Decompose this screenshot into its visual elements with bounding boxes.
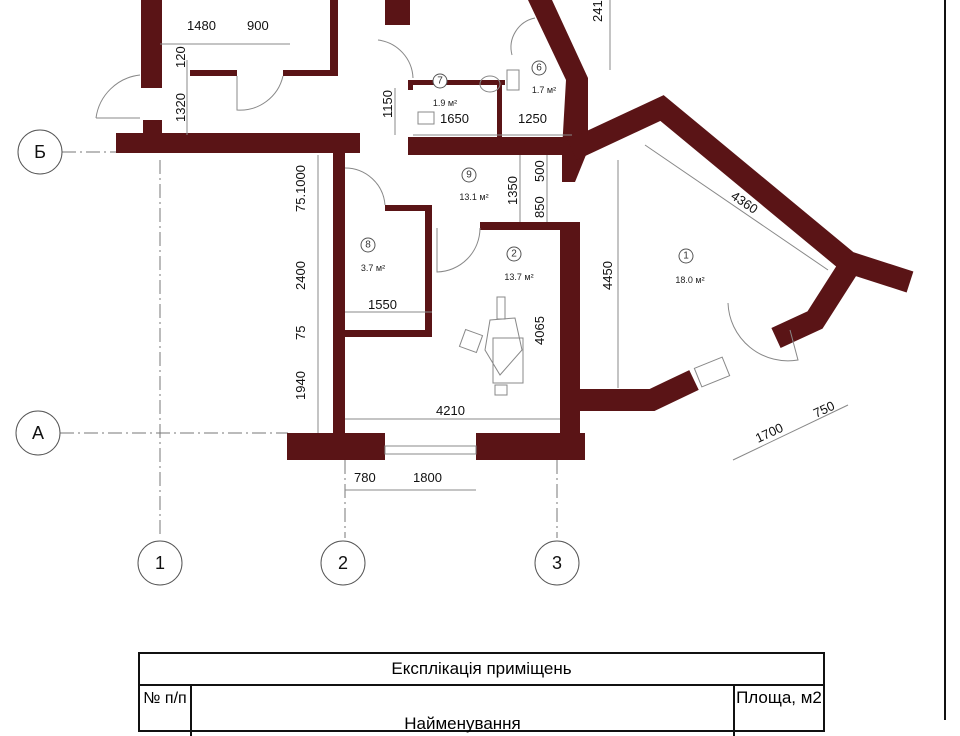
table-header-row: № п/п Найменування Площа, м2 xyxy=(140,686,823,736)
room-6-label: 6 1.7 м² xyxy=(531,60,556,95)
axis-marker-1: 1 xyxy=(137,540,183,586)
svg-text:3.7 м²: 3.7 м² xyxy=(361,263,385,273)
svg-text:1940: 1940 xyxy=(293,371,308,400)
svg-text:7: 7 xyxy=(437,76,443,87)
svg-text:75: 75 xyxy=(293,326,308,340)
room-1-label: 1 18.0 м² xyxy=(675,248,705,285)
room-explication-table: Експлікація приміщень № п/п Найменування… xyxy=(138,652,825,736)
svg-text:9: 9 xyxy=(466,170,472,181)
svg-text:6: 6 xyxy=(536,63,542,74)
svg-text:1.7 м²: 1.7 м² xyxy=(532,85,556,95)
room-9-label: 9 13.1 м² xyxy=(459,167,489,202)
drawing-frame-border xyxy=(944,0,946,720)
svg-text:4450: 4450 xyxy=(600,261,615,290)
svg-text:850: 850 xyxy=(532,196,547,218)
svg-text:1150: 1150 xyxy=(380,90,395,118)
room-7-label: 7 1.9 м² xyxy=(432,73,457,108)
svg-text:1700: 1700 xyxy=(753,420,786,446)
axis-marker-b: Б xyxy=(17,129,63,175)
dimension-labels: 1480 900 120 1320 1150 1650 1250 241 500… xyxy=(173,0,837,485)
sink-icon xyxy=(506,69,520,91)
walls xyxy=(116,0,914,460)
column-header-area: Площа, м2 xyxy=(736,688,822,707)
svg-text:1350: 1350 xyxy=(505,176,520,205)
dental-chair-icon xyxy=(458,296,524,396)
svg-text:1650: 1650 xyxy=(440,111,469,126)
svg-text:2400: 2400 xyxy=(293,261,308,290)
floor-plan: Б А 1 2 3 xyxy=(15,0,914,586)
room-2-label: 2 13.7 м² xyxy=(504,246,534,282)
sink-icon xyxy=(417,111,435,125)
axis-marker-2: 2 xyxy=(320,540,366,586)
column-header-name: Найменування xyxy=(192,686,735,736)
svg-text:1550: 1550 xyxy=(368,297,397,312)
table-title: Експлікація приміщень xyxy=(140,654,823,686)
svg-text:241: 241 xyxy=(590,0,605,22)
svg-text:1: 1 xyxy=(683,251,689,262)
svg-text:8: 8 xyxy=(365,240,371,251)
svg-text:4065: 4065 xyxy=(532,316,547,345)
svg-text:13.1 м²: 13.1 м² xyxy=(459,192,488,202)
svg-text:13.7 м²: 13.7 м² xyxy=(504,272,533,282)
grid-axes xyxy=(60,151,558,538)
svg-text:500: 500 xyxy=(532,160,547,182)
svg-text:1320: 1320 xyxy=(173,93,188,122)
svg-text:2: 2 xyxy=(338,553,348,573)
svg-text:Б: Б xyxy=(34,142,46,162)
svg-text:4210: 4210 xyxy=(436,403,465,418)
svg-text:А: А xyxy=(32,423,44,443)
toilet-icon xyxy=(479,75,501,93)
dimension-lines xyxy=(160,0,849,491)
doors-windows xyxy=(95,17,799,455)
svg-text:1.9 м²: 1.9 м² xyxy=(433,98,457,108)
svg-text:1480: 1480 xyxy=(187,18,216,33)
svg-text:1250: 1250 xyxy=(518,111,547,126)
svg-text:120: 120 xyxy=(173,46,188,68)
axis-marker-3: 3 xyxy=(534,540,580,586)
svg-text:750: 750 xyxy=(811,398,837,421)
svg-text:1: 1 xyxy=(155,553,165,573)
column-header-number: № п/п xyxy=(140,686,192,736)
room-8-label: 8 3.7 м² xyxy=(360,237,385,273)
svg-text:2: 2 xyxy=(511,249,517,260)
svg-text:1800: 1800 xyxy=(413,470,442,485)
svg-text:3: 3 xyxy=(552,553,562,573)
svg-text:780: 780 xyxy=(354,470,376,485)
svg-text:75.1000: 75.1000 xyxy=(293,165,308,212)
svg-text:900: 900 xyxy=(247,18,269,33)
axis-marker-a: А xyxy=(15,410,61,456)
svg-text:18.0 м²: 18.0 м² xyxy=(675,275,704,285)
